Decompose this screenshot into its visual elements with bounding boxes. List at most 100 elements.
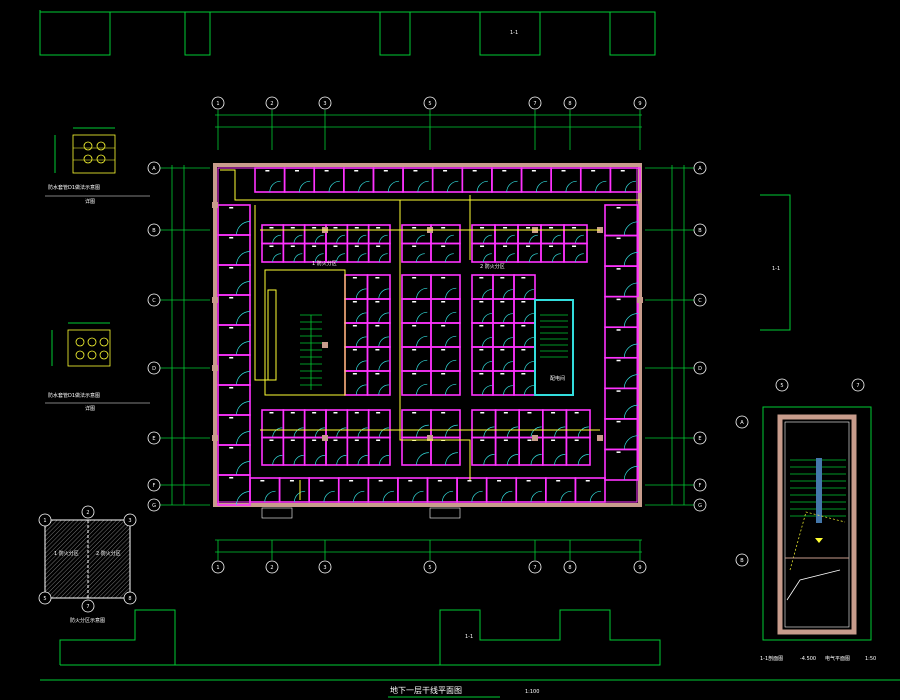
fire-zone-diagram: 1 防火分区 2 防火分区 防火分区示意图	[44, 519, 131, 624]
door-arc	[445, 359, 457, 372]
room-tag	[527, 412, 532, 414]
door-arc	[623, 221, 639, 236]
axis-label: 5	[428, 101, 431, 107]
room-tag	[443, 170, 448, 172]
room-tag	[375, 301, 380, 303]
parking-room	[604, 448, 639, 481]
door-arc	[293, 427, 304, 438]
room-tag	[500, 325, 505, 327]
door-arc	[503, 361, 513, 372]
axis-label: 5	[428, 565, 431, 571]
parking-room	[401, 242, 432, 263]
door-arc	[447, 180, 459, 193]
parking-room	[217, 294, 251, 326]
room-tag	[480, 245, 485, 247]
parking-room	[401, 409, 432, 439]
door-arc	[445, 452, 458, 466]
door-arc	[575, 253, 584, 263]
parking-room	[431, 167, 464, 193]
room-tag	[378, 480, 383, 482]
room-tag	[585, 480, 590, 482]
axis-label: 7	[856, 383, 859, 389]
room-tag	[441, 349, 446, 351]
axis-label: 8	[568, 101, 571, 107]
door-arc	[506, 180, 518, 193]
axis-label: D	[698, 366, 702, 372]
room-tag	[549, 227, 554, 229]
section-mark-right: 1-1	[772, 266, 780, 272]
structural-column	[212, 435, 218, 441]
room-tag	[269, 245, 274, 247]
parking-room	[471, 436, 497, 466]
parking-room	[344, 346, 369, 372]
parking-room	[492, 274, 515, 300]
door-arc	[483, 426, 495, 438]
room-tag	[290, 439, 295, 441]
room-tag	[312, 412, 317, 414]
parking-room	[217, 264, 251, 296]
axis-label: A	[152, 166, 156, 172]
room-tag	[503, 439, 508, 441]
axis-circle	[693, 478, 707, 492]
room-tag	[229, 357, 234, 359]
parking-room	[401, 346, 432, 372]
room-tag	[526, 480, 531, 482]
door-arc	[378, 360, 389, 372]
structural-column	[212, 202, 218, 208]
door-arc	[323, 490, 335, 503]
room-tag	[503, 245, 508, 247]
door-arc	[445, 424, 458, 438]
axis-circle	[563, 560, 577, 574]
parking-room	[492, 298, 515, 324]
bottom-profile	[59, 609, 661, 666]
parking-room	[545, 477, 577, 503]
wiring	[220, 169, 640, 500]
door-arc	[483, 454, 495, 466]
room-tag	[290, 227, 295, 229]
door-arc	[530, 490, 542, 503]
axis-label: B	[152, 228, 156, 234]
room-tag	[352, 301, 357, 303]
room-tag	[333, 412, 338, 414]
room-tag	[354, 170, 359, 172]
room-tag	[441, 412, 446, 414]
door-arc	[416, 253, 425, 263]
parking-room	[402, 167, 434, 193]
door-arc	[552, 234, 561, 244]
room-tag	[375, 349, 380, 351]
axis-circle	[265, 560, 279, 574]
room-tag	[312, 245, 317, 247]
door-arc	[445, 311, 457, 324]
door-arc	[355, 312, 367, 324]
axis-circle	[211, 96, 225, 110]
room-tag	[561, 170, 566, 172]
room-tag	[408, 480, 413, 482]
door-arc	[236, 401, 251, 416]
door-arc	[378, 234, 388, 244]
stair-detail-subtitle: 电气平面图	[825, 655, 850, 662]
parking-room	[325, 436, 349, 466]
room-tag	[480, 227, 485, 229]
parking-room	[485, 477, 518, 503]
door-arc	[378, 384, 389, 396]
bottom-box-right	[429, 507, 461, 519]
room-tag	[229, 207, 234, 209]
axis-label: 5	[780, 383, 783, 389]
room-tag	[616, 237, 621, 240]
zone-label-right: 2 防火分区	[480, 263, 505, 270]
equipment-label: 配电间	[550, 375, 565, 382]
parking-room	[471, 409, 497, 439]
axis-circle	[693, 293, 707, 307]
room-tag	[412, 325, 417, 327]
door-arc	[507, 454, 519, 466]
parking-room	[430, 298, 461, 324]
axis-circle	[693, 431, 707, 445]
axis-circle	[147, 431, 161, 445]
parking-room	[494, 436, 521, 466]
parking-room	[430, 436, 461, 466]
room-tag	[312, 439, 317, 441]
room-tag	[229, 417, 234, 419]
room-tag	[412, 245, 417, 247]
room-tag	[269, 412, 274, 414]
room-tag	[500, 349, 505, 351]
